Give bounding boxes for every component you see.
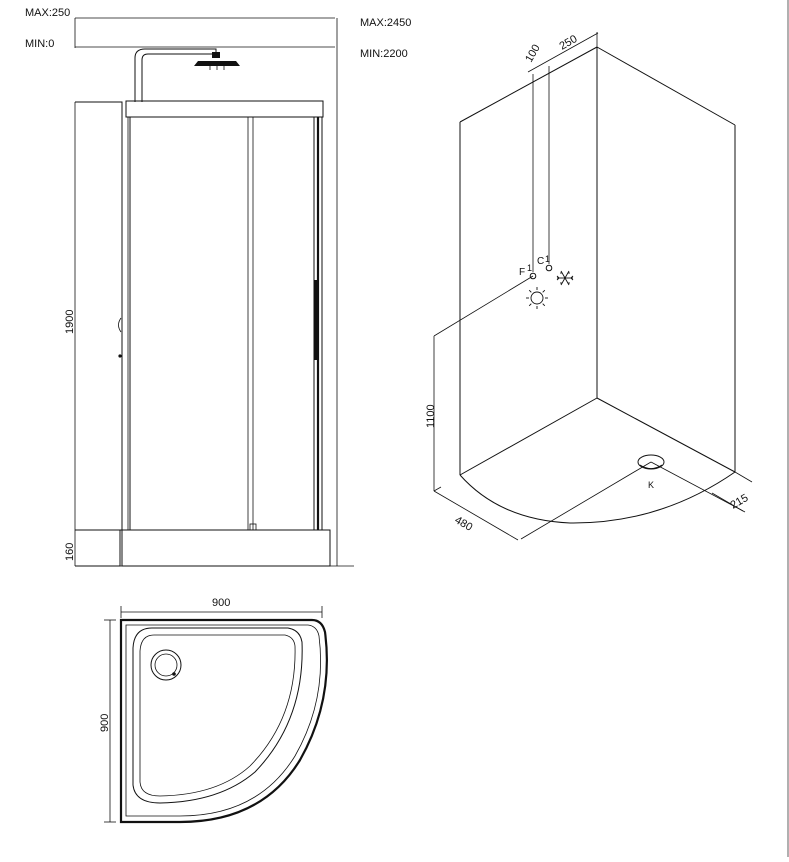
inlet-f-num: 1 [527,263,532,273]
offset-100-label: 100 [523,43,543,65]
inlet-c-num: 1 [545,254,550,264]
drain [637,454,665,470]
inlet-height-label: 1100 [425,404,437,428]
isometric-view: 100 250 F 1 C 1 1100 [425,32,753,541]
snowflake-icon [556,270,574,286]
shower-tray-base [121,529,331,567]
sun-icon [526,287,548,309]
height-min-label: MIN:2200 [360,48,408,60]
drain-label: K [648,480,654,490]
inlet-c [545,264,553,272]
plan-depth-label: 900 [99,714,111,732]
pipe-min-label: MIN:0 [25,38,54,50]
height-max-label: MAX:2450 [360,17,411,29]
inlet-c-label: C [537,256,544,267]
tray-outline [119,618,328,824]
offset-250-label: 250 [558,33,580,53]
canopy-top [125,100,324,118]
plan-view: 900 900 [99,597,328,824]
plan-drain [150,649,182,681]
front-glass [129,116,323,531]
front-view: MAX:250 MIN:0 MAX:2450 MIN:2200 [25,7,411,567]
base-height-label: 160 [64,543,76,561]
inlet-f-label: F [519,267,525,278]
tray-front-arc [459,471,736,524]
page-edge [787,0,789,857]
shower-head [194,61,240,66]
dim-215-label: 215 [729,492,751,512]
shower-head-mount [212,52,220,58]
plan-width-label: 900 [212,597,230,609]
panel-height-label: 1900 [64,310,76,334]
dim-480-label: 480 [453,514,475,534]
pipe-max-label: MAX:250 [25,7,70,19]
inlet-f [529,272,537,280]
tray-basin [132,627,303,804]
